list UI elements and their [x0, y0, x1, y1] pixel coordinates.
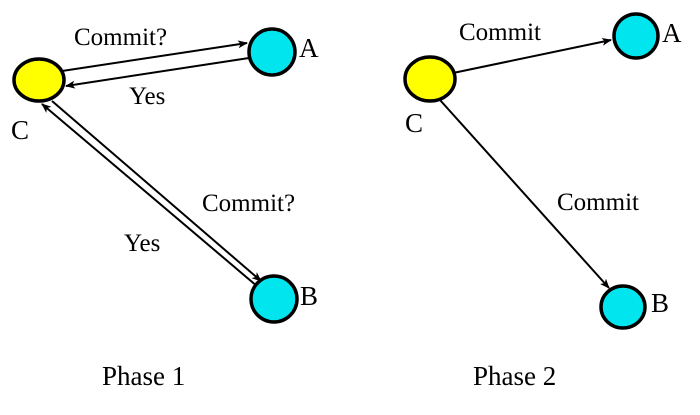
edge-label-p1-commit-request-b: Commit? — [202, 190, 296, 217]
node-label-p2-a: A — [662, 18, 682, 48]
edge-p2-c-to-b — [439, 99, 610, 289]
caption-phase-1: Phase 1 — [102, 361, 186, 391]
edge-p1-b-to-c — [41, 103, 265, 293]
node-p2-c[interactable] — [403, 55, 457, 103]
node-label-p1-c: C — [11, 115, 30, 145]
edge-p1-c-to-a — [61, 40, 248, 72]
edge-label-p1-commit-request-a: Commit? — [74, 24, 168, 51]
node-label-p2-c: C — [405, 108, 424, 138]
edge-label-p1-yes-from-b: Yes — [124, 230, 161, 257]
edge-label-p2-commit-to-a: Commit — [459, 19, 541, 46]
node-p1-c[interactable] — [12, 57, 66, 103]
node-label-p1-a: A — [299, 33, 319, 63]
node-label-p1-b: B — [300, 281, 319, 311]
edge-p2-c-to-a — [452, 37, 612, 74]
edge-label-p2-commit-to-b: Commit — [557, 189, 639, 216]
edge-p1-a-to-c — [65, 57, 250, 89]
edge-p1-c-to-b — [51, 100, 262, 282]
node-p2-a[interactable] — [612, 12, 660, 60]
node-p2-b[interactable] — [599, 284, 647, 330]
caption-phase-2: Phase 2 — [473, 361, 557, 391]
node-label-p2-b: B — [651, 288, 670, 318]
phase-2-group — [403, 12, 660, 330]
phase-1-group — [12, 27, 299, 324]
node-p1-a[interactable] — [247, 27, 297, 77]
edge-label-p1-yes-from-a: Yes — [129, 83, 166, 110]
node-p1-b[interactable] — [249, 274, 299, 324]
